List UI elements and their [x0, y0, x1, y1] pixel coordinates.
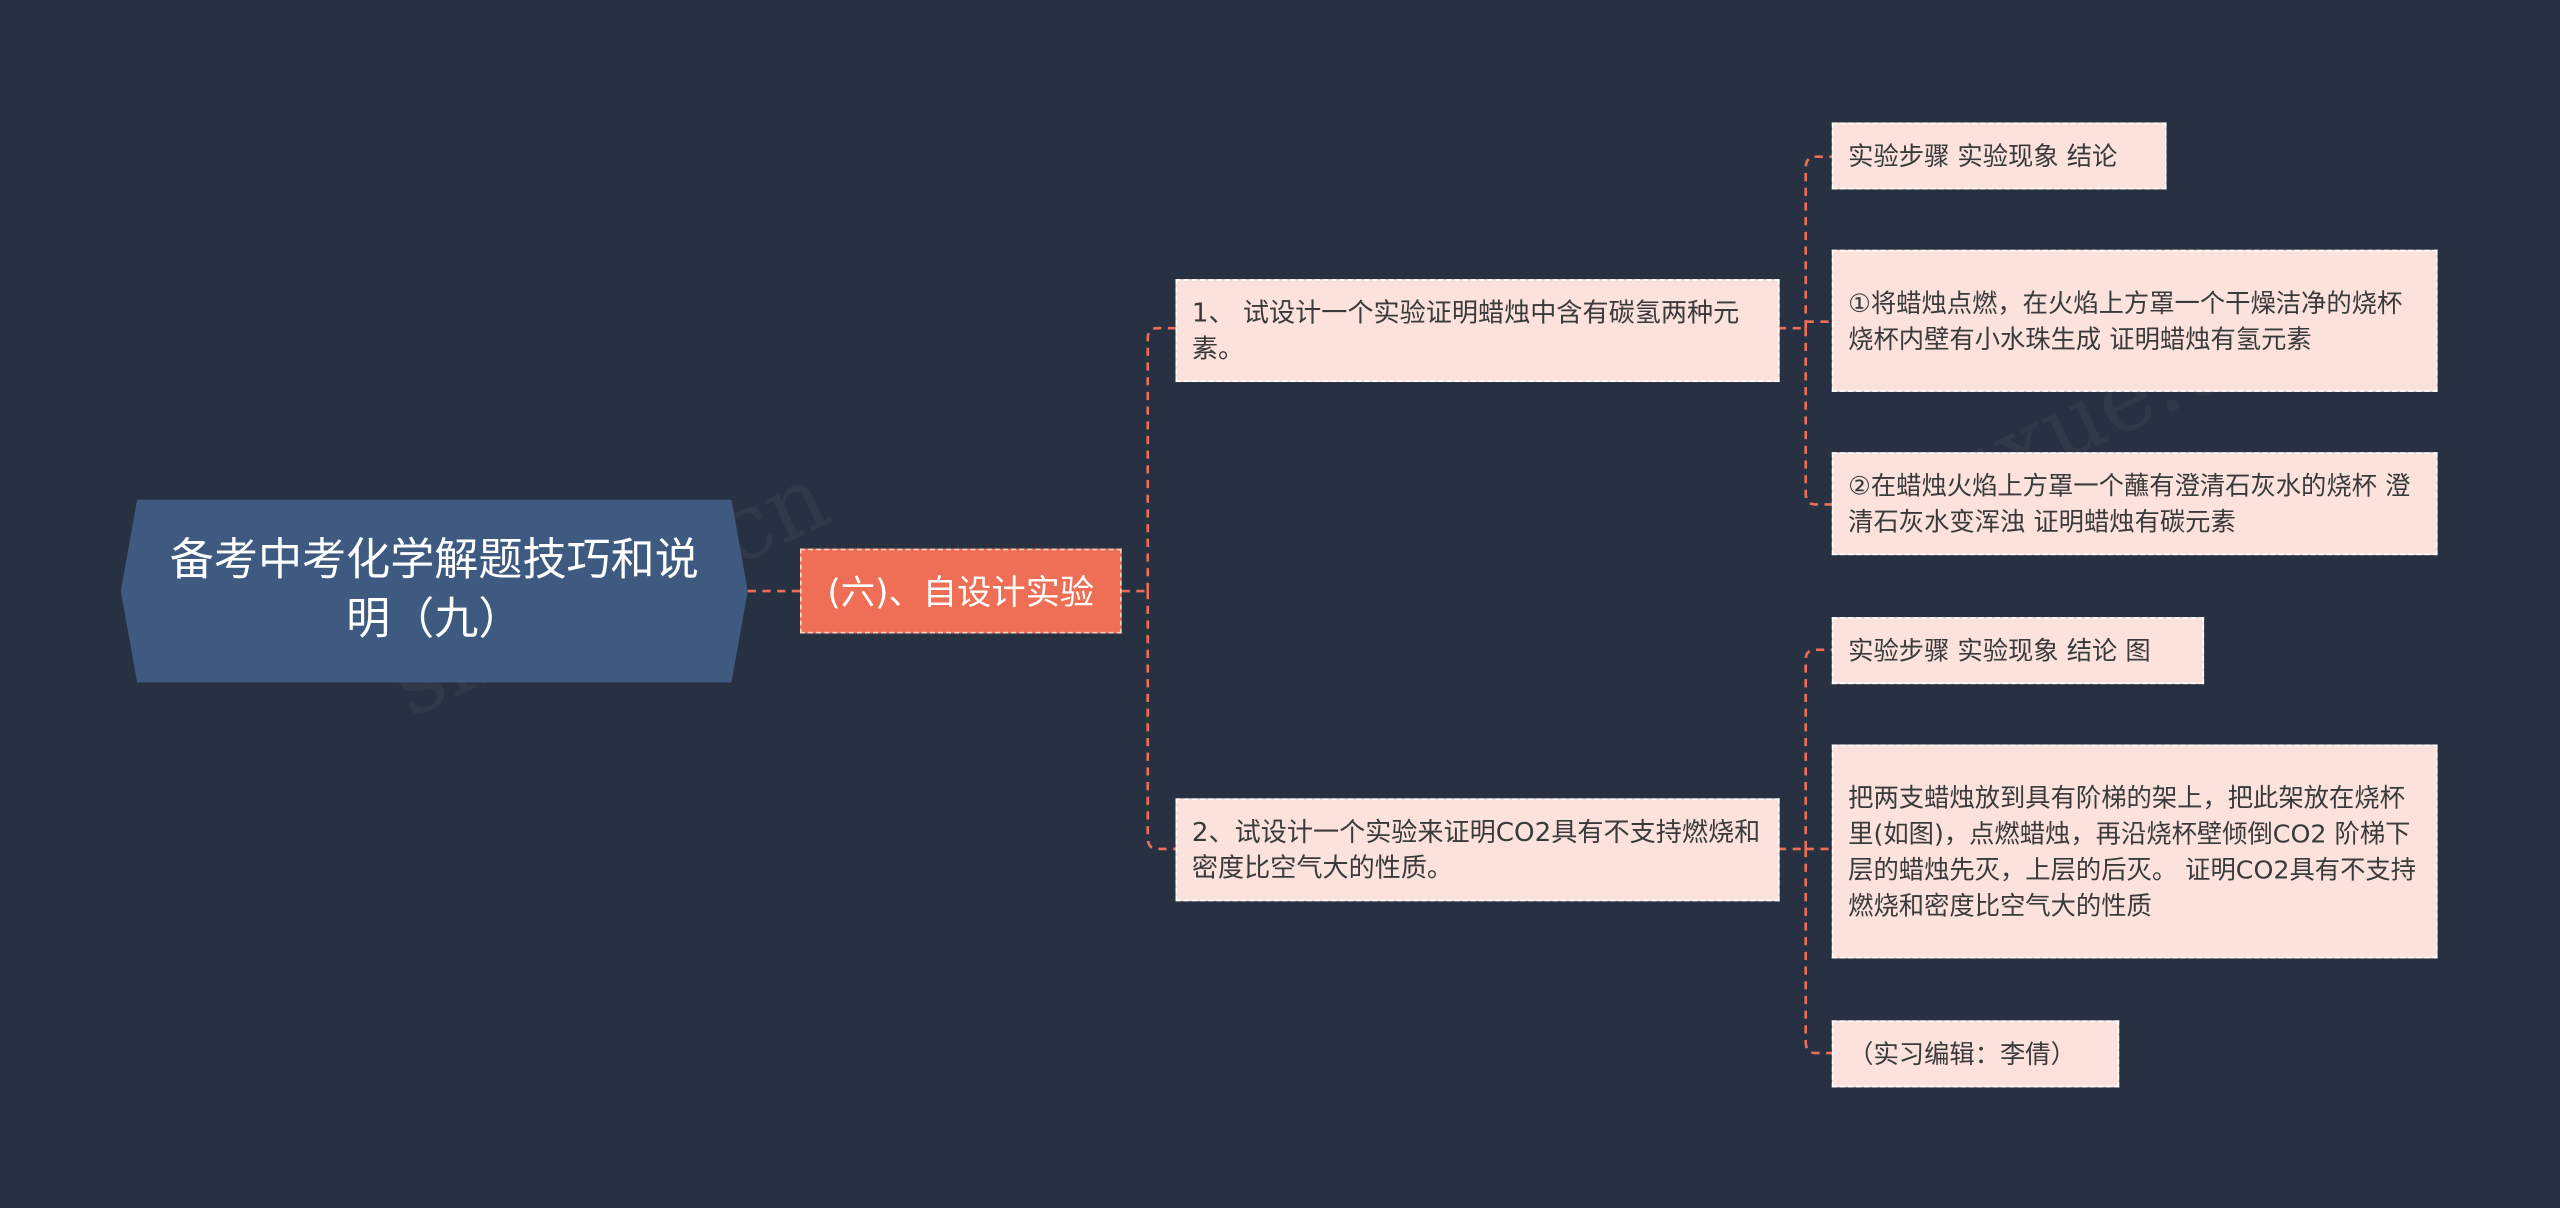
child-label: 实验步骤 实验现象 结论 图	[1848, 635, 2151, 666]
subtopic-1[interactable]: 1、 试设计一个实验证明蜡烛中含有碳氢两种元素。	[1175, 279, 1780, 383]
subtopic-2-label: 2、试设计一个实验来证明CO2具有不支持燃烧和密度比空气大的性质。	[1191, 815, 1761, 883]
child-label: （实习编辑：李倩）	[1848, 1039, 2076, 1069]
subtopic-2-child-2[interactable]: 把两支蜡烛放到具有阶梯的架上，把此架放在烧杯里(如图)，点燃蜡烛，再沿烧杯壁倾倒…	[1831, 744, 2438, 959]
child-label: ①将蜡烛点燃，在火焰上方罩一个干燥洁净的烧杯 烧杯内壁有小水珠生成 证明蜡烛有氢…	[1848, 288, 2403, 354]
root-shape	[120, 499, 748, 683]
subtopic-1-label: 1、 试设计一个实验证明蜡烛中含有碳氢两种元素。	[1191, 296, 1740, 364]
subtopic-1-child-1[interactable]: 实验步骤 实验现象 结论	[1831, 122, 2167, 190]
root-topic[interactable]: 备考中考化学解题技巧和说明（九）	[120, 499, 748, 683]
child-label: 把两支蜡烛放到具有阶梯的架上，把此架放在烧杯里(如图)，点燃蜡烛，再沿烧杯壁倾倒…	[1848, 782, 2417, 920]
branch-topic[interactable]: (六)、自设计实验	[799, 548, 1122, 634]
subtopic-1-child-2[interactable]: ①将蜡烛点燃，在火焰上方罩一个干燥洁净的烧杯 烧杯内壁有小水珠生成 证明蜡烛有氢…	[1831, 249, 2438, 392]
subtopic-2-child-3[interactable]: （实习编辑：李倩）	[1831, 1020, 2120, 1088]
connector-sub2-child3	[1804, 848, 1832, 1055]
root-topic-label: 备考中考化学解题技巧和说明（九）	[169, 535, 699, 645]
subtopic-2[interactable]: 2、试设计一个实验来证明CO2具有不支持燃烧和密度比空气大的性质。	[1175, 798, 1780, 902]
child-label: 实验步骤 实验现象 结论	[1848, 141, 2118, 171]
connector-branch-sub1	[1146, 326, 1176, 592]
connector-sub1-child1	[1804, 155, 1832, 329]
connector-branch-sub2	[1146, 591, 1176, 851]
connector-sub1-child3	[1804, 328, 1832, 506]
connector-sub2-child1	[1804, 648, 1832, 849]
child-label: ②在蜡烛火焰上方罩一个蘸有澄清石灰水的烧杯 澄清石灰水变浑浊 证明蜡烛有碳元素	[1848, 471, 2411, 537]
subtopic-1-child-3[interactable]: ②在蜡烛火焰上方罩一个蘸有澄清石灰水的烧杯 澄清石灰水变浑浊 证明蜡烛有碳元素	[1831, 452, 2438, 556]
subtopic-2-child-1[interactable]: 实验步骤 实验现象 结论 图	[1831, 617, 2205, 685]
